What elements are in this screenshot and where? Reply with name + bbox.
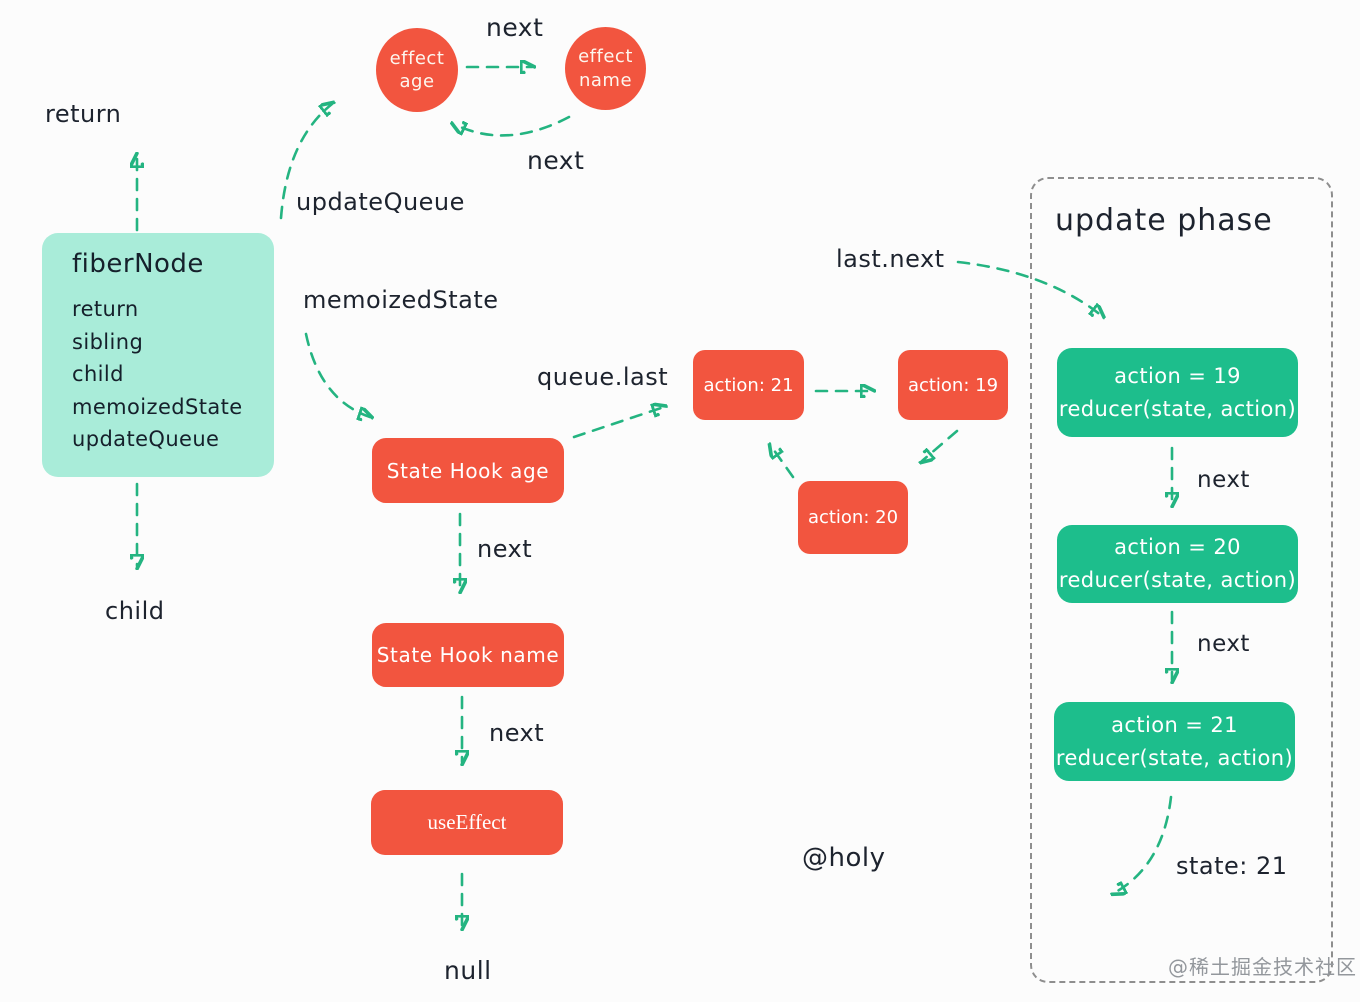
arrow-action-19-20 — [922, 429, 959, 461]
reducer-step-20: action = 20 reducer(state, action) — [1057, 525, 1298, 603]
fiber-field-sibling: sibling — [72, 329, 144, 354]
fiber-node-title: fiberNode — [72, 249, 204, 279]
label-author: @holy — [802, 843, 886, 873]
effect-age-line1: effect — [389, 47, 445, 69]
effect-name-line1: effect — [578, 46, 633, 68]
effect-name-line2: name — [578, 69, 633, 91]
state-hook-age-node: State Hook age — [372, 438, 564, 503]
label-null: null — [444, 956, 492, 985]
label-update-queue: updateQueue — [296, 188, 465, 216]
fiber-field-child: child — [72, 362, 124, 386]
update-phase-panel — [1030, 177, 1333, 983]
label-state-result: state: 21 — [1176, 852, 1288, 880]
fiber-field-update-queue: updateQueue — [72, 427, 220, 451]
label-queue-last: queue.last — [537, 363, 669, 391]
reducer-step-19-action: action = 19 — [1114, 363, 1241, 388]
effect-age-node: effect age — [376, 28, 458, 112]
update-phase-title: update phase — [1055, 203, 1273, 238]
arrow-memoized-state — [304, 332, 370, 417]
label-next-step-1: next — [1197, 467, 1250, 493]
fiber-node-box: fiberNode return sibling child memoizedS… — [42, 233, 274, 477]
label-next-effect-back: next — [527, 146, 585, 175]
label-child: child — [105, 597, 165, 625]
action-19-node: action: 19 — [898, 350, 1008, 420]
reducer-step-19: action = 19 reducer(state, action) — [1057, 348, 1298, 437]
effect-name-node: effect name — [565, 27, 646, 110]
reducer-step-21: action = 21 reducer(state, action) — [1054, 702, 1295, 781]
action-21-node: action: 21 — [693, 350, 804, 420]
label-next-hook-1: next — [477, 535, 533, 563]
effect-age-line2: age — [399, 71, 435, 92]
reducer-step-19-call: reducer(state, action) — [1058, 396, 1297, 421]
fiber-field-return: return — [72, 297, 139, 321]
arrow-action-20-21 — [771, 446, 795, 479]
arrow-queue-last — [572, 407, 664, 439]
label-last-next: last.next — [836, 245, 945, 273]
fiber-field-memoized-state: memoizedState — [72, 394, 243, 419]
reducer-step-21-action: action = 21 — [1111, 712, 1238, 737]
label-memoized-state: memoizedState — [303, 286, 499, 314]
arrow-effect-back — [454, 117, 571, 135]
label-next-effect: next — [486, 13, 544, 42]
label-next-step-2: next — [1197, 631, 1250, 657]
reducer-step-20-action: action = 20 — [1114, 535, 1241, 560]
reducer-step-21-call: reducer(state, action) — [1055, 745, 1294, 770]
reducer-step-20-call: reducer(state, action) — [1058, 568, 1297, 592]
label-return: return — [45, 100, 122, 128]
use-effect-node: useEffect — [371, 790, 563, 855]
action-20-node: action: 20 — [798, 481, 908, 554]
watermark: @稀土掘金技术社区 — [1168, 955, 1357, 979]
state-hook-name-node: State Hook name — [372, 623, 564, 687]
label-next-hook-2: next — [489, 719, 545, 747]
